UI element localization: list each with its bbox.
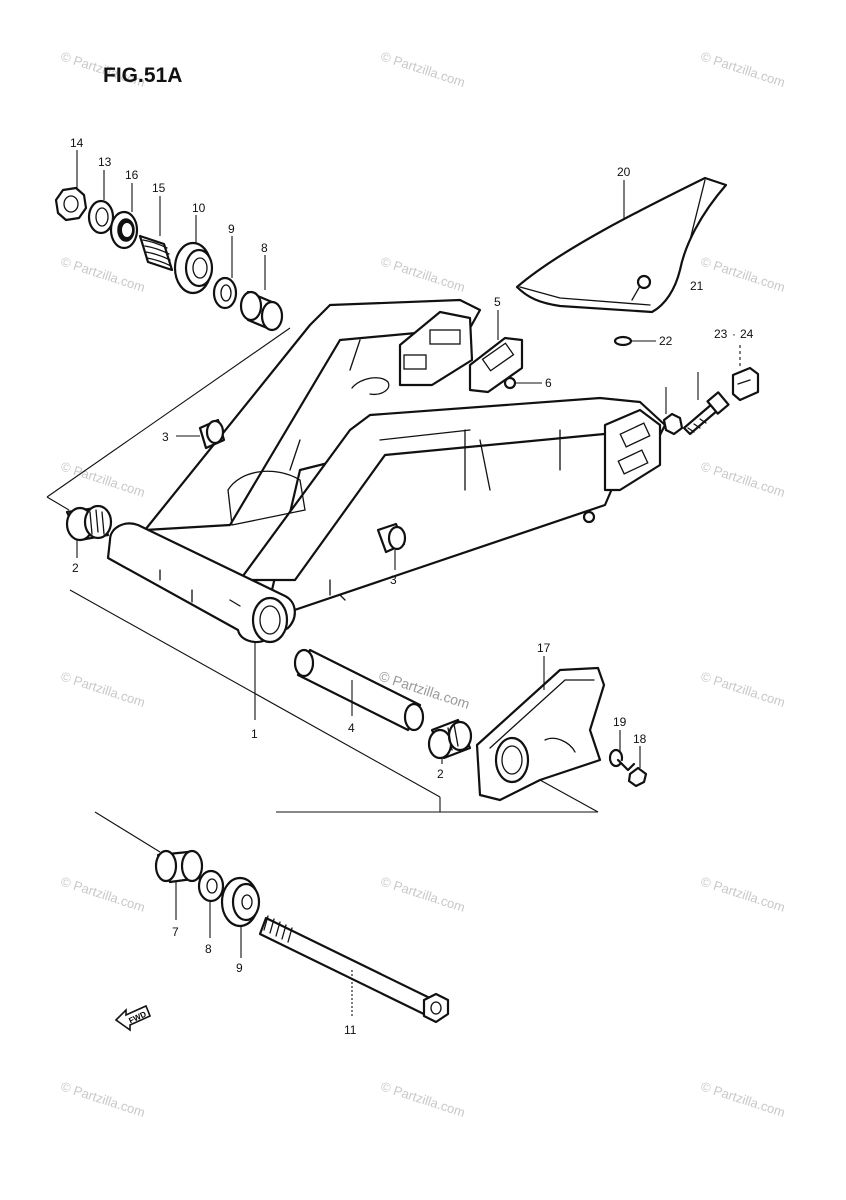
part-7-collar-lower — [154, 849, 204, 884]
part-20-washer — [613, 335, 633, 347]
label-8-top: 9 — [228, 222, 235, 236]
watermark: © Partzilla.com — [379, 49, 467, 90]
label-8-lower: 8 — [205, 942, 212, 956]
label-7-lower: 7 — [172, 925, 179, 939]
part-24-nut — [662, 412, 684, 436]
label-10: 11 — [344, 1023, 357, 1037]
part-15-chain-buffer — [475, 666, 606, 802]
pivot-hardware-stack — [54, 186, 284, 332]
label-14: 16 — [125, 168, 139, 182]
part-8-washer-lower — [197, 869, 225, 903]
fwd-arrow-icon: FWD — [114, 1004, 152, 1032]
part-13-spring — [138, 234, 174, 272]
watermark: © Partzilla.com — [699, 254, 787, 295]
part-9-bearing-lower — [220, 876, 261, 928]
label-13: 15 — [152, 181, 166, 195]
watermark: © Partzilla.com — [699, 669, 787, 710]
part-9-bearing — [173, 241, 214, 295]
label-12: 14 — [70, 136, 84, 150]
part-12-nut — [54, 186, 88, 222]
part-14-seal — [109, 210, 139, 250]
label-3-upper: 3 — [162, 430, 169, 444]
watermark: © Partzilla.com — [59, 874, 147, 915]
watermark: © Partzilla.com — [59, 669, 147, 710]
label-5: 5 — [494, 295, 501, 309]
label-9-top: 10 — [192, 201, 206, 215]
label-3-lower: 3 — [390, 573, 397, 587]
part-8-washer — [212, 276, 238, 310]
figure-title: FIG.51A — [103, 64, 182, 87]
label-7-top: 8 — [261, 241, 268, 255]
fwd-label: FWD — [127, 1009, 148, 1025]
part-2-bearing-upper — [65, 504, 113, 542]
watermark: © Partzilla.com — [379, 254, 467, 295]
watermark: © Partzilla.com — [699, 49, 787, 90]
label-17: 19 — [613, 715, 627, 729]
part-6-screw — [503, 376, 517, 390]
part-2-bearing-lower — [427, 718, 473, 760]
part-3-spacer-lower — [376, 522, 407, 554]
watermark: © Partzilla.com — [699, 1079, 787, 1120]
label-2-lower: 2 — [437, 767, 444, 781]
label-1: 1 — [251, 727, 258, 741]
part-3-spacer-upper — [198, 418, 226, 450]
label-11: 13 — [98, 155, 112, 169]
watermark: © Partzilla.com — [59, 254, 147, 295]
part-21-adjuster — [731, 366, 760, 402]
part-1-swingarm — [106, 298, 667, 644]
label-18: 20 — [617, 165, 631, 179]
part-23-bolt — [682, 391, 730, 436]
part-5-plate — [468, 336, 524, 394]
label-9-lower: 9 — [236, 961, 243, 975]
part-16-bolt — [616, 758, 648, 788]
part-19-screw — [631, 274, 652, 301]
label-4: 4 — [348, 721, 355, 735]
watermark: © Partzilla.com — [379, 874, 467, 915]
part-11-washer — [87, 199, 115, 235]
part-labels: 14 13 16 15 10 9 8 20 21 22 5 6 23 · 24 … — [70, 136, 754, 1037]
label-21: 23 — [714, 327, 728, 341]
label-16: 18 — [633, 732, 647, 746]
part-7-collar — [239, 290, 284, 332]
label-20: 22 — [659, 334, 673, 348]
part-18-chain-guard — [515, 176, 728, 314]
label-15: 17 — [537, 641, 551, 655]
watermark: © Partzilla.com — [379, 1079, 467, 1120]
label-dot: · — [732, 327, 736, 341]
label-22: 24 — [740, 327, 754, 341]
part-4-collar — [293, 648, 425, 732]
label-6: 6 — [545, 376, 552, 390]
watermark: © Partzilla.com — [699, 459, 787, 500]
label-19: 21 — [690, 279, 704, 293]
watermark: © Partzilla.com — [699, 874, 787, 915]
label-2-upper: 2 — [72, 561, 79, 575]
watermark: © Partzilla.com — [59, 1079, 147, 1120]
part-10-pivot-shaft — [258, 915, 450, 1024]
